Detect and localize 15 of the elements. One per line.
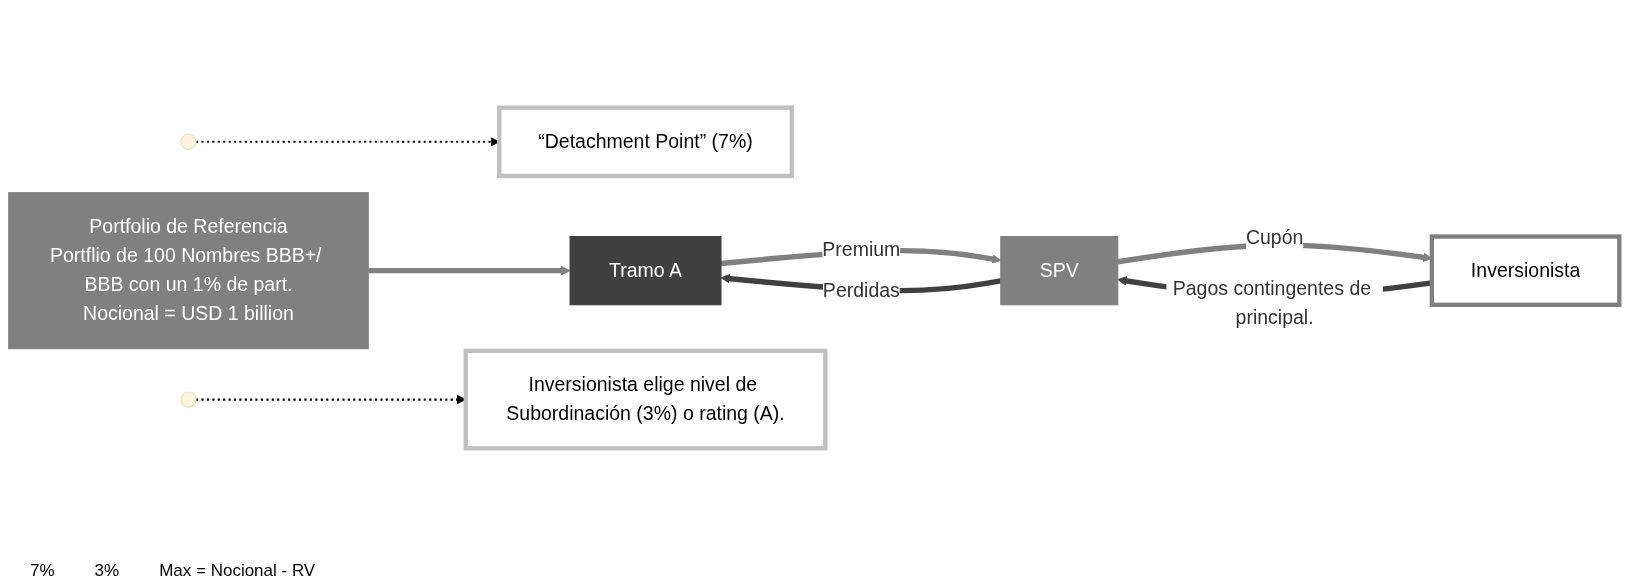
node-box <box>1000 235 1119 305</box>
flow-diagram: Premium Perdidas Cupón Pagos contingentes de principal. Portfolio de Referencia Portflio de 100 Nombres BBB+/ BBB con un 1% de part. Nocional = USD 1 billion “Detachment Point” (7%) Tramo A SPV Inversionista Inversionista elige nivel de Subordinación (3%) o rating (A). <box>0 98 1628 457</box>
edge-label: Cupón <box>1245 226 1304 248</box>
node-box <box>1429 233 1622 307</box>
node-box <box>8 191 369 349</box>
node-box <box>497 105 794 178</box>
node-box <box>463 348 828 450</box>
edge-label: Perdidas <box>822 279 900 301</box>
edge-label: Premium <box>822 238 901 260</box>
edge-label: Pagos contingentes de principal. <box>1172 276 1372 328</box>
note-label: Max = Nocional - RV <box>159 561 316 581</box>
arrow <box>368 265 571 275</box>
note-label: 3% <box>94 561 120 581</box>
note-label: 7% <box>30 561 55 581</box>
node-box <box>569 235 722 305</box>
